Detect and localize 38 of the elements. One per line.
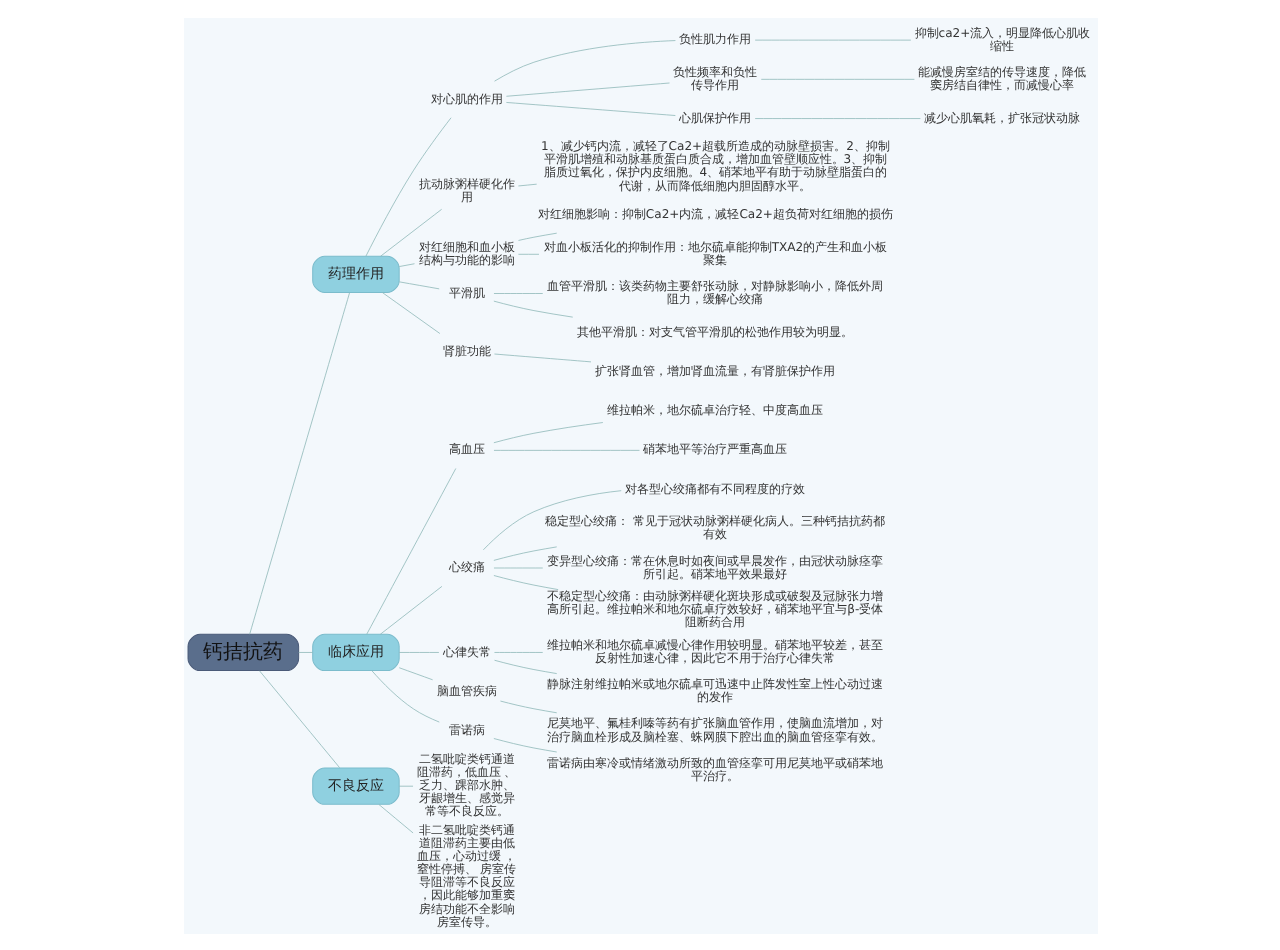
connector <box>377 803 413 833</box>
connector <box>492 545 557 560</box>
connector <box>493 658 557 673</box>
connector <box>517 182 537 186</box>
connector <box>759 77 914 79</box>
connector <box>379 207 442 256</box>
connector <box>492 448 639 450</box>
connector <box>397 666 432 680</box>
connector <box>499 699 557 713</box>
connector <box>493 39 675 81</box>
connector <box>492 737 557 752</box>
connector <box>397 784 413 786</box>
connector <box>364 116 451 256</box>
connector <box>493 651 543 652</box>
connector <box>492 574 558 589</box>
connector <box>517 252 539 254</box>
connector <box>397 280 439 289</box>
connector <box>505 81 669 96</box>
connector <box>248 291 349 634</box>
connector <box>753 38 911 40</box>
connector <box>297 651 313 652</box>
connector <box>365 467 456 634</box>
connector <box>505 101 675 115</box>
connector <box>397 651 439 652</box>
connector <box>397 262 414 266</box>
connector <box>481 489 621 550</box>
node-box: 钙拮抗药 <box>186 632 299 671</box>
connector <box>493 352 591 362</box>
connector <box>381 291 440 333</box>
connector <box>492 421 603 443</box>
connector <box>492 566 543 568</box>
connector <box>378 585 442 634</box>
connector <box>370 669 439 722</box>
connector <box>517 231 557 240</box>
connector <box>492 292 543 293</box>
connector <box>492 299 573 317</box>
connector <box>258 669 339 768</box>
connector <box>753 117 920 118</box>
